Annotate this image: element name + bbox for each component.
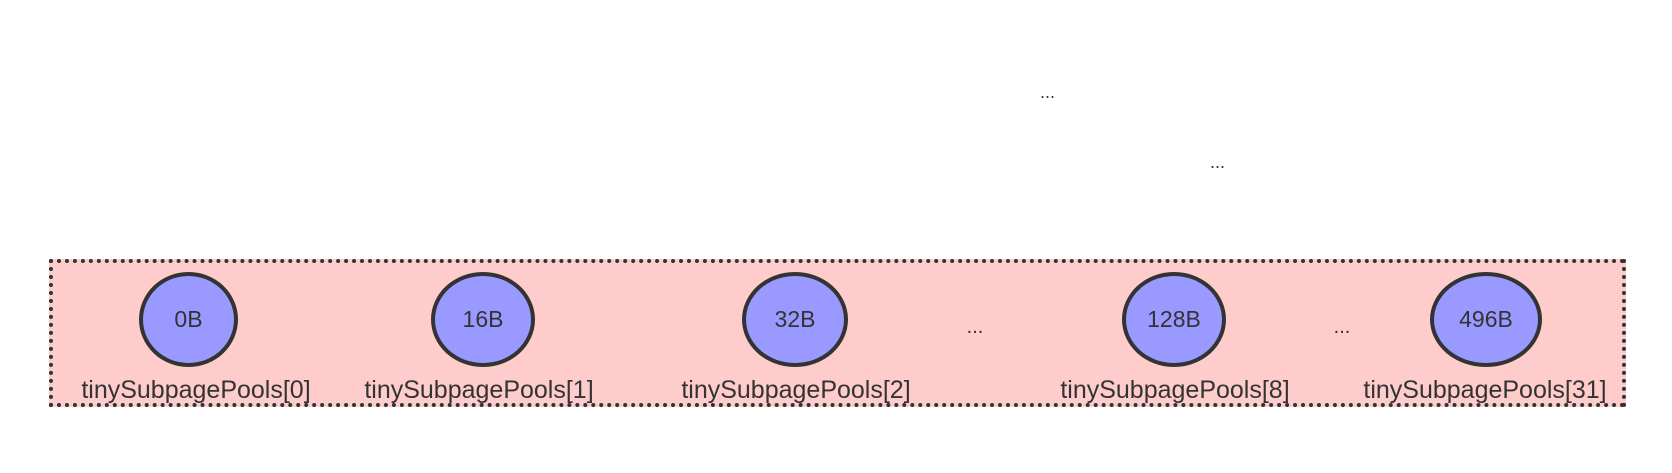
pool-node-4: 496B bbox=[1430, 272, 1542, 367]
pool-label-1: tinySubpagePools[1] bbox=[364, 376, 594, 404]
gap-ellipsis: ... bbox=[966, 316, 984, 338]
pool-label-0: tinySubpagePools[0] bbox=[81, 376, 311, 404]
gap-ellipsis: ... bbox=[1333, 316, 1351, 338]
top-ellipsis: ... bbox=[1040, 82, 1056, 102]
top-ellipsis: ... bbox=[1210, 152, 1226, 172]
pool-label-3: tinySubpagePools[8] bbox=[1060, 376, 1290, 404]
pool-node-2: 32B bbox=[742, 272, 848, 367]
pool-node-3: 128B bbox=[1122, 272, 1226, 367]
pool-label-4: tinySubpagePools[31] bbox=[1363, 376, 1607, 404]
pool-node-0: 0B bbox=[139, 272, 238, 367]
pool-node-1: 16B bbox=[431, 272, 535, 367]
pool-label-2: tinySubpagePools[2] bbox=[681, 376, 911, 404]
